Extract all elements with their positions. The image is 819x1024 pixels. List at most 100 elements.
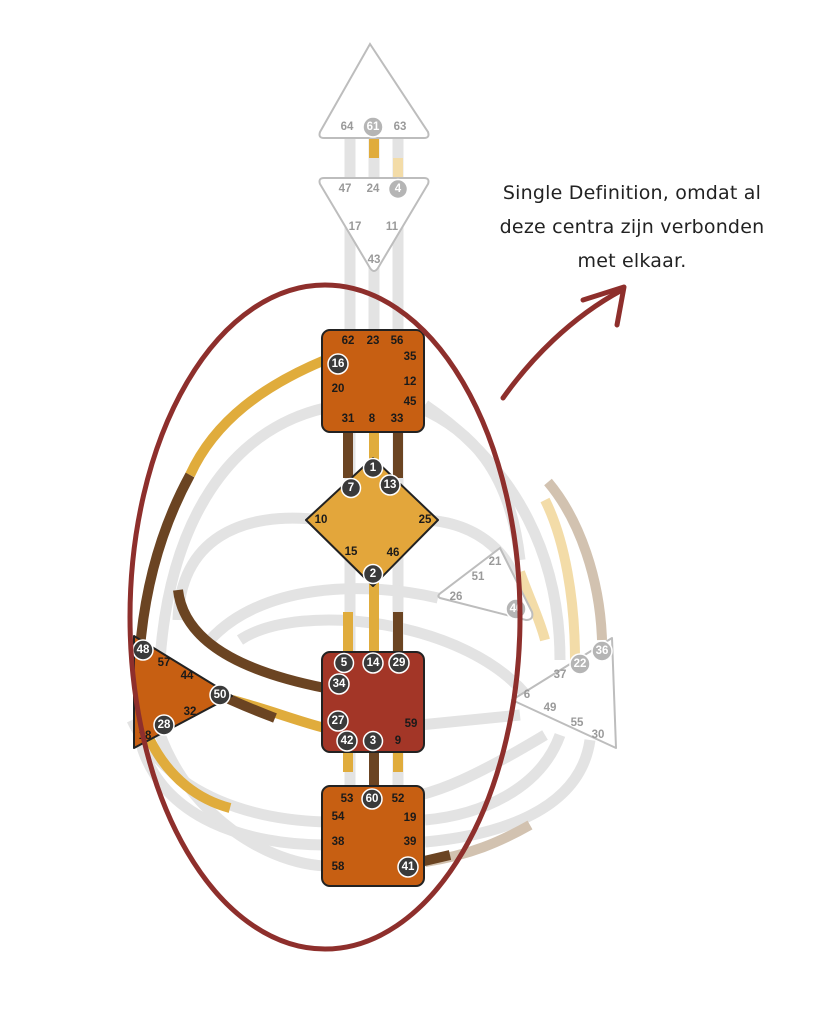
- annotation-line-1: Single Definition, omdat al: [502, 182, 762, 204]
- channel-path: [154, 402, 327, 661]
- channel-path: [540, 497, 580, 661]
- gate-label: 36: [596, 645, 609, 657]
- gate-label: 20: [332, 383, 345, 395]
- annotation-ellipse: [127, 282, 523, 952]
- gate-badge: [379, 474, 401, 496]
- gate-label: 51: [472, 571, 485, 583]
- gate-label: 46: [387, 547, 400, 559]
- channel-path: [236, 614, 535, 704]
- gate-label: 28: [158, 719, 171, 731]
- channel-path: [173, 589, 326, 693]
- gate-label: 47: [339, 183, 352, 195]
- channel-path: [544, 478, 607, 641]
- gate-badge: [327, 710, 349, 732]
- gate-badge: [209, 684, 231, 706]
- gate-label: 43: [368, 254, 381, 266]
- gate-label: 35: [404, 351, 417, 363]
- gate-label: 8: [369, 413, 376, 425]
- gate-label: 42: [341, 735, 354, 747]
- gate-label: 53: [341, 793, 354, 805]
- gate-label: 58: [332, 861, 345, 873]
- gate-label: 31: [342, 413, 355, 425]
- channel-path: [135, 472, 195, 649]
- gate-label: 50: [214, 689, 227, 701]
- gate-label: 14: [367, 657, 380, 669]
- gate-label: 52: [392, 793, 405, 805]
- gate-badge: [362, 652, 384, 674]
- gate-label: 1: [370, 462, 377, 474]
- gate-label: 44: [181, 670, 194, 682]
- gate-label: 25: [419, 514, 432, 526]
- gate-badge: [591, 640, 613, 662]
- gate-label: 3: [370, 735, 376, 747]
- gate-label: 19: [404, 812, 417, 824]
- gate-label: 27: [332, 715, 345, 727]
- channel-path: [424, 739, 596, 848]
- gate-label: 23: [367, 335, 380, 347]
- gate-badge: [327, 353, 349, 375]
- annotation-arrow: [500, 287, 625, 401]
- gate-label: 7: [348, 482, 354, 494]
- gate-label: 24: [367, 183, 380, 195]
- gate-badge: [362, 563, 384, 585]
- annotation-text: Single Definition, omdat al deze centra …: [472, 176, 792, 278]
- gate-label: 9: [395, 735, 401, 747]
- gate-label: 61: [367, 121, 380, 133]
- gate-label: 12: [404, 376, 417, 388]
- gate-label: 34: [333, 678, 346, 690]
- gate-badge: [397, 856, 419, 878]
- gate-label: 4: [395, 183, 402, 195]
- gate-badge: [340, 477, 362, 499]
- channel-path: [145, 737, 232, 813]
- gate-label: 29: [393, 657, 406, 669]
- gate-label: 26: [450, 591, 463, 603]
- gate-label: 38: [332, 836, 345, 848]
- gate-badge: [361, 788, 383, 810]
- annotation-arrowhead-icon: [580, 284, 627, 328]
- channel-path: [424, 732, 566, 826]
- gate-badge: [153, 714, 175, 736]
- gate-label: 6: [524, 689, 530, 701]
- gate-label: 56: [391, 335, 404, 347]
- channel-path: [421, 400, 566, 661]
- gate-badge: [388, 652, 410, 674]
- channel-path: [418, 730, 548, 801]
- gate-label: 10: [315, 514, 328, 526]
- gate-badge: [362, 457, 384, 479]
- gate-label: 62: [342, 335, 355, 347]
- gate-label: 15: [345, 546, 358, 558]
- gate-label: 13: [384, 479, 397, 491]
- gate-label: 59: [405, 718, 418, 730]
- gate-label: 64: [341, 121, 354, 133]
- gate-label: 21: [489, 556, 502, 568]
- channels: [127, 135, 607, 872]
- channel-path: [185, 355, 327, 478]
- annotation-line-2: deze centra zijn verbonden: [499, 216, 765, 238]
- gate-badge: [362, 116, 384, 138]
- gate-label: 54: [332, 811, 345, 823]
- gate-badge: [569, 653, 591, 675]
- gate-label: 22: [574, 658, 587, 670]
- annotation-line-3: met elkaar.: [577, 250, 687, 272]
- g-center: [305, 457, 439, 587]
- gate-badge: [328, 673, 350, 695]
- gate-label: 32: [184, 706, 197, 718]
- gate-label: 33: [391, 413, 404, 425]
- gate-label: 37: [554, 669, 567, 681]
- gate-label: 2: [370, 568, 376, 580]
- gate-label: 45: [404, 396, 417, 408]
- gate-badge: [333, 652, 355, 674]
- throat-center: [321, 329, 425, 433]
- gate-badge: [362, 730, 384, 752]
- gate-label: 16: [332, 358, 345, 370]
- gate-badge: [387, 178, 409, 200]
- gate-label: 48: [137, 644, 150, 656]
- head-center: [318, 42, 430, 139]
- gate-label: 30: [592, 729, 605, 741]
- gate-label: 49: [544, 702, 557, 714]
- gate-label: 55: [571, 717, 584, 729]
- gate-label: 41: [402, 861, 415, 873]
- gate-label: 17: [349, 221, 362, 233]
- ajna-center: [318, 177, 430, 272]
